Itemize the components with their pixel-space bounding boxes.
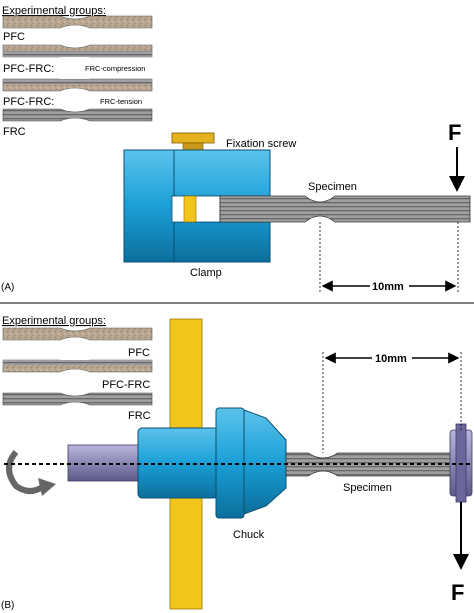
- clamp-insert: [183, 195, 197, 223]
- panel-a-tag: (A): [1, 282, 14, 293]
- frc-compression-layer: [3, 51, 152, 57]
- fixation-screw-neck: [182, 142, 204, 151]
- fixation-screw-label: Fixation screw: [226, 138, 296, 150]
- group-pfc-frc-tension-label: PFC-FRC:: [3, 96, 54, 108]
- group-b-frc-layer: [3, 360, 152, 365]
- dim-b-label: 10mm: [375, 353, 407, 365]
- dim-a-label: 10mm: [372, 281, 404, 293]
- frc-compression-note: FRC-compression: [85, 64, 145, 73]
- chuck-label: Chuck: [233, 529, 265, 541]
- chuck-body: [137, 427, 219, 499]
- group-b-frc-label: FRC: [128, 410, 151, 422]
- clamp-jaw-left: [123, 149, 175, 263]
- panel-b-groups-heading: Experimental groups:: [2, 315, 106, 327]
- group-b-pfc-frc-label: PFC-FRC: [102, 379, 150, 391]
- group-b-pfc-specimen: [2, 327, 153, 341]
- panel-a-groups-heading: Experimental groups:: [2, 5, 106, 17]
- panel-a: Experimental groups: PFC PFC-FRC: FRC-co…: [1, 5, 471, 293]
- force-a-label: F: [448, 120, 461, 145]
- group-pfc-frc-compression-label: PFC-FRC:: [3, 63, 54, 75]
- panel-b-tag: (B): [1, 600, 14, 611]
- clamp-label: Clamp: [190, 267, 222, 279]
- specimen-a: [219, 195, 471, 223]
- specimen-a-label: Specimen: [308, 181, 357, 193]
- group-frc-label: FRC: [3, 126, 26, 138]
- frc-tension-layer: [3, 79, 152, 84]
- fixation-screw-head: [171, 132, 215, 144]
- group-pfc-specimen: [2, 15, 153, 29]
- rotation-arrow: [6, 450, 46, 494]
- force-b-label: F: [451, 580, 464, 605]
- rotation-arrow-head: [38, 478, 56, 496]
- group-b-frc-specimen: [2, 392, 153, 406]
- chuck-cone: [243, 409, 287, 515]
- group-b-pfc-label: PFC: [128, 347, 150, 359]
- panel-b: Experimental groups: PFC PFC-FRC FRC Chu…: [1, 315, 473, 611]
- frc-tension-note: FRC-tension: [100, 97, 142, 106]
- group-frc-specimen: [2, 108, 153, 122]
- group-pfc-label: PFC: [3, 31, 25, 43]
- specimen-b-label: Specimen: [343, 482, 392, 494]
